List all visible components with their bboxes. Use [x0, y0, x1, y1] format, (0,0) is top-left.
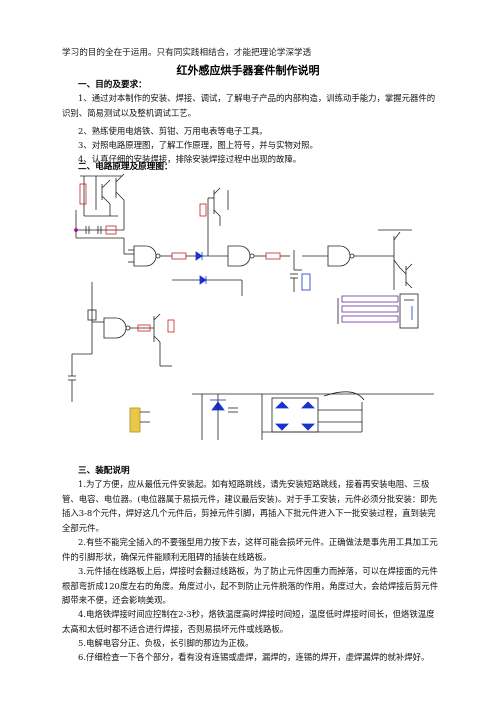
nand-gate-4 [103, 317, 131, 339]
assembly-paragraph-3: 3.元件插在线路板上后，焊接时会翻过线路板，为了防止元件因重力而掉落，可以在焊接… [62, 566, 439, 605]
nand-gate-1 [128, 245, 161, 267]
bridge-rectifier [275, 401, 315, 431]
nand-gate-3 [327, 245, 355, 267]
circuit-schematic [68, 173, 434, 440]
section-heading-purpose: 一、目的及要求： [78, 80, 147, 90]
section-heading-circuit: 二、电路原理及原理图： [78, 162, 173, 172]
header-motto: 学习的目的全在于运用。只有同实践相结合，才能把理论学深学透 [62, 48, 312, 58]
assembly-paragraph-4: 4.电烙铁焊接时间应控制在2-3秒，烙铁温度高时焊接时间短，温度低时焊接时间长，… [62, 609, 435, 634]
section-heading-assembly: 三、装配说明 [78, 466, 130, 476]
assembly-paragraph-2: 2.有些不能完全插入的不要强型用力按下去，这样可能会损坏元件。正确做法是事先用工… [62, 537, 438, 562]
assembly-paragraph-6: 6.仔细检查一下各个部分，看有没有连锡或虚焊，漏焊的，连锡的焊开，虚焊漏焊的就补… [78, 652, 430, 662]
purpose-item-2: 2、熟练使用电烙铁、剪钳、万用电表等电子工具。 [78, 126, 268, 136]
purpose-item-1: 1、通过对本制作的安装、焊接、调试，了解电子产品的内部构造，训练动手能力，掌握元… [62, 93, 436, 118]
purpose-item-3: 3、对照电路原理图，了解工作原理，图上符号，并与实物对照。 [78, 140, 318, 150]
assembly-paragraph-5: 5.电解电容分正、负极，长引脚的那边为正极。 [78, 638, 254, 648]
connector-purple [337, 295, 399, 324]
page-title: 红外感应烘手器套件制作说明 [176, 64, 320, 77]
connector-yellow [129, 407, 141, 433]
assembly-paragraph-1: 1.为了方便，应从最低元件安装起。如有短路跳线，请先安装短路跳线，接着再安装电阻… [62, 479, 438, 533]
nand-gate-2 [227, 245, 255, 267]
purpose-item-4: 4、认真仔细的安装焊接，排除安装焊接过程中出现的故障。 [78, 154, 302, 164]
ir-emitter-transistor-pair [74, 173, 125, 235]
